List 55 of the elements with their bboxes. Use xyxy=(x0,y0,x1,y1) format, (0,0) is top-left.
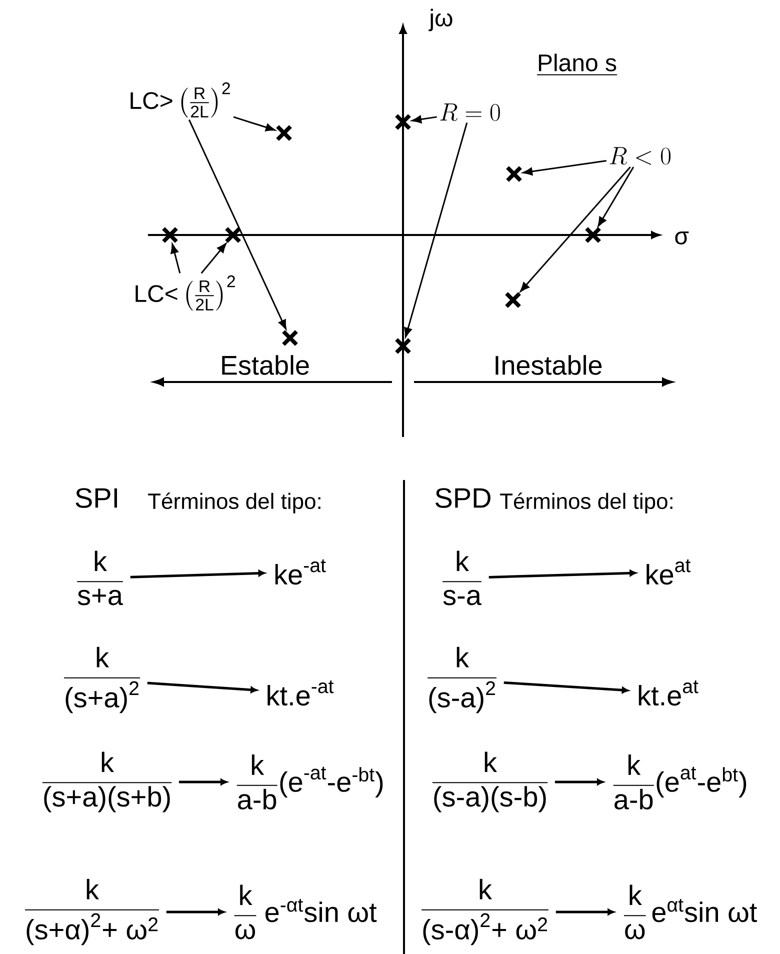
column-heading: Términos del tipo: xyxy=(500,492,672,514)
formula: $\frac{\text{k}}{\text{(s+a)}^{\text{2}}}$ xyxy=(64,646,140,714)
formula: $\frac{\text{k}}{\text{(s+a)(s+b)}}$ xyxy=(42,752,172,812)
formula: $\frac{\text{k}}{\text{ω}}\;\text{e}^{\text{-αt}}\text{sin ωt}$ xyxy=(234,884,377,940)
formula: $\frac{\text{k}}{\text{(s-a)(s-b)}}$ xyxy=(432,752,548,812)
leader-arrow xyxy=(170,244,181,274)
arrow xyxy=(178,778,228,786)
formula: $\text{ke}^{\text{-at}}$ xyxy=(275,559,326,585)
leader-arrow xyxy=(520,166,631,292)
leader-arrow xyxy=(404,122,468,338)
arrow xyxy=(554,778,604,786)
pole-mark xyxy=(162,226,178,244)
plane-title: Plano s xyxy=(536,54,618,76)
column-heading: SPD xyxy=(435,488,490,508)
pole-mark xyxy=(504,292,522,308)
formula: $\frac{\text{k}}{\text{a-b}}\text{(e}^{\text{at}}\text{-e}^{\text{bt}}\text{)}$ xyxy=(613,754,746,810)
arrow xyxy=(504,681,629,694)
pole-mark xyxy=(282,330,298,346)
formula: $\frac{\text{k}}{\text{s+a}}$ xyxy=(77,550,123,606)
pole-mark xyxy=(394,338,412,354)
pole-mark xyxy=(394,114,412,130)
pole-mark xyxy=(224,226,242,244)
condition-label: $R<0$ xyxy=(610,147,670,165)
region-label: Estable xyxy=(222,355,309,375)
formula: $\frac{\text{k}}{\text{s-a}}$ xyxy=(442,550,482,606)
column-heading: SPI xyxy=(76,488,117,508)
formula: $\frac{\text{k}}{\text{ω}}\,\text{e}^{\text{αt}}\text{sin ωt}$ xyxy=(624,884,757,940)
condition-label: $\text{LC<}\left(\frac{\text{R}}{\text{2L}}\right)^{\text{2}}$ xyxy=(136,275,235,311)
pole-mark xyxy=(276,124,292,142)
arrow xyxy=(556,908,614,916)
region-label: Inestable xyxy=(496,355,602,375)
leader-arrow xyxy=(233,116,276,132)
leader-arrow xyxy=(200,243,226,274)
formula: $\text{kt.e}^{\text{-at}}$ xyxy=(268,680,334,706)
arrow xyxy=(130,570,266,578)
condition-label: $R=0$ xyxy=(440,104,500,121)
axis-label: jω xyxy=(428,8,452,32)
condition-label: $\text{LC>}\left(\frac{\text{R}}{\text{2L}}\right)^{\text{2}}$ xyxy=(130,82,230,118)
formula: $\frac{\text{k}}{\text{a-b}}\text{(e}^{\text{-at}}\text{-e}^{\text{-bt}}\text{)}$ xyxy=(236,754,383,810)
pole-mark xyxy=(584,226,602,244)
formula: $\text{kt.e}^{\text{at}}$ xyxy=(638,680,698,706)
arrow xyxy=(166,908,225,916)
arrow xyxy=(147,682,258,693)
leader-arrow xyxy=(412,115,437,124)
formula: $\frac{\text{k}}{\text{(s+α)}^{\text{2}}\text{+ ω}^{\text{2}}}$ xyxy=(25,878,159,946)
leader-arrow xyxy=(188,119,286,330)
formula: $\text{ke}^{\text{at}}$ xyxy=(646,559,691,585)
pole-mark xyxy=(506,166,522,182)
leader-arrow xyxy=(598,166,634,227)
arrow xyxy=(488,570,636,578)
axis-label: σ xyxy=(675,232,689,244)
formula: $\frac{\text{k}}{\text{(s-α)}^{\text{2}}\text{+ ω}^{\text{2}}}$ xyxy=(422,878,548,946)
formula: $\frac{\text{k}}{\text{(s-a)}^{\text{2}}}$ xyxy=(428,646,496,714)
leader-arrow xyxy=(522,160,606,176)
column-heading: Términos del tipo: xyxy=(148,492,320,514)
